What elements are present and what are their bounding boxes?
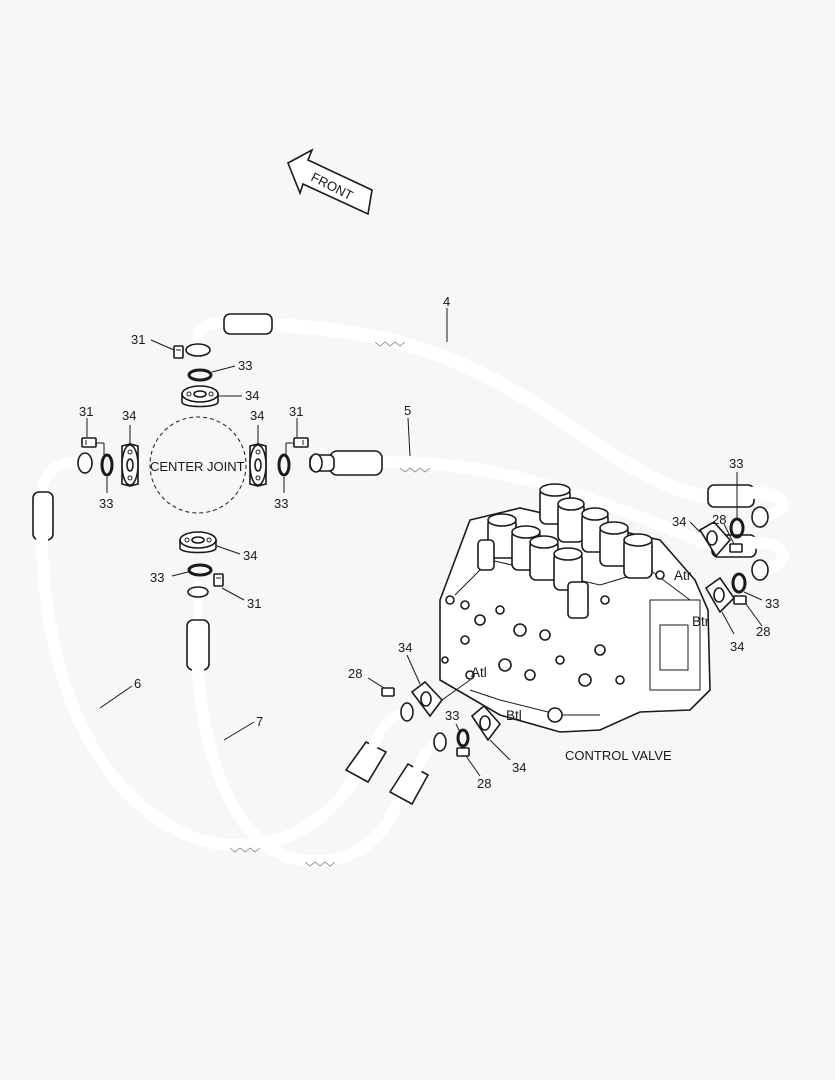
- control-valve: CONTROL VALVE Atr Btr Atl Btl: [439, 483, 711, 763]
- hose-5: 5: [309, 403, 789, 581]
- oring-33-right: [277, 453, 291, 477]
- right-fitting-group: 34 31 33: [249, 404, 309, 511]
- bolt-31-top: [173, 345, 184, 359]
- flange-34-left: [121, 443, 139, 487]
- flange-34-right: [249, 443, 267, 487]
- callout-33-top: 33: [238, 358, 252, 373]
- flange-34-atl: [410, 680, 444, 718]
- callout-hose-6: 6: [134, 676, 141, 691]
- callout-28-btl: 28: [477, 776, 491, 791]
- callout-34-top: 34: [245, 388, 259, 403]
- bolt-28-btl: [456, 747, 470, 757]
- callout-33-left: 33: [99, 496, 113, 511]
- callout-34-btl: 34: [512, 760, 526, 775]
- callout-34-left: 34: [122, 408, 136, 423]
- valve-left-fittings: 34 28 33 34 28: [348, 640, 526, 791]
- bolt-31-bottom: [213, 573, 224, 587]
- oring-33-valve-mid: [731, 572, 747, 594]
- flange-34-bottom: [179, 531, 217, 554]
- callout-33-valve-top: 33: [729, 456, 743, 471]
- flange-34-valve-mid: [704, 576, 736, 614]
- flange-34-btl: [470, 704, 502, 742]
- callout-33-bottom: 33: [150, 570, 164, 585]
- hose-4: 4: [185, 294, 788, 528]
- callout-33-right: 33: [274, 496, 288, 511]
- bottom-fitting-group: 34 33 31: [150, 531, 261, 611]
- callout-hose-4: 4: [443, 294, 450, 309]
- left-fitting-group: 31 33 34: [79, 404, 139, 511]
- oring-33-left: [100, 453, 114, 477]
- callout-34-right: 34: [250, 408, 264, 423]
- port-label-btr: Btr: [692, 614, 710, 629]
- bolt-28-valve-top: [729, 543, 743, 553]
- front-arrow: FRONT: [286, 148, 373, 216]
- flange-34-valve-top: [698, 520, 732, 558]
- oring-33-bottom: [187, 563, 213, 577]
- valve-spools: [477, 483, 653, 619]
- flange-34-top: [181, 385, 219, 408]
- center-joint-label: CENTER JOINT: [150, 459, 245, 474]
- oring-33-btl: [456, 728, 470, 748]
- callout-33-valve-mid: 33: [765, 596, 779, 611]
- callout-hose-7: 7: [256, 714, 263, 729]
- port-label-atl: Atl: [471, 665, 487, 680]
- bolt-28-valve-mid: [733, 595, 747, 605]
- callout-34-atl: 34: [398, 640, 412, 655]
- callout-34-valve-mid: 34: [730, 639, 744, 654]
- control-valve-label: CONTROL VALVE: [565, 748, 672, 763]
- callout-28-valve-top: 28: [712, 512, 726, 527]
- callout-31-right: 31: [289, 404, 303, 419]
- top-fitting-group: 31 33 34: [131, 332, 259, 408]
- hose-6: 6: [32, 452, 414, 853]
- center-joint: CENTER JOINT: [149, 416, 247, 514]
- callout-28-valve-mid: 28: [756, 624, 770, 639]
- bolt-31-right: [293, 437, 309, 448]
- callout-33-btl: 33: [445, 708, 459, 723]
- hose-7: 7: [186, 581, 447, 868]
- port-label-atr: Atr: [674, 568, 692, 583]
- callout-34-valve-top: 34: [672, 514, 686, 529]
- callout-31-bottom: 31: [247, 596, 261, 611]
- oring-33-valve-top: [729, 517, 745, 539]
- callout-31-left: 31: [79, 404, 93, 419]
- callout-31-top: 31: [131, 332, 145, 347]
- callout-28-atl: 28: [348, 666, 362, 681]
- valve-right-fittings: 33 34 28 33 34 28: [672, 456, 779, 654]
- callout-hose-5: 5: [404, 403, 411, 418]
- port-label-btl: Btl: [506, 708, 522, 723]
- bolt-31-left: [81, 437, 97, 448]
- valve-ports: [441, 570, 665, 723]
- bolt-28-atl: [381, 687, 395, 697]
- callout-34-bottom: 34: [243, 548, 257, 563]
- oring-33-top: [187, 368, 213, 382]
